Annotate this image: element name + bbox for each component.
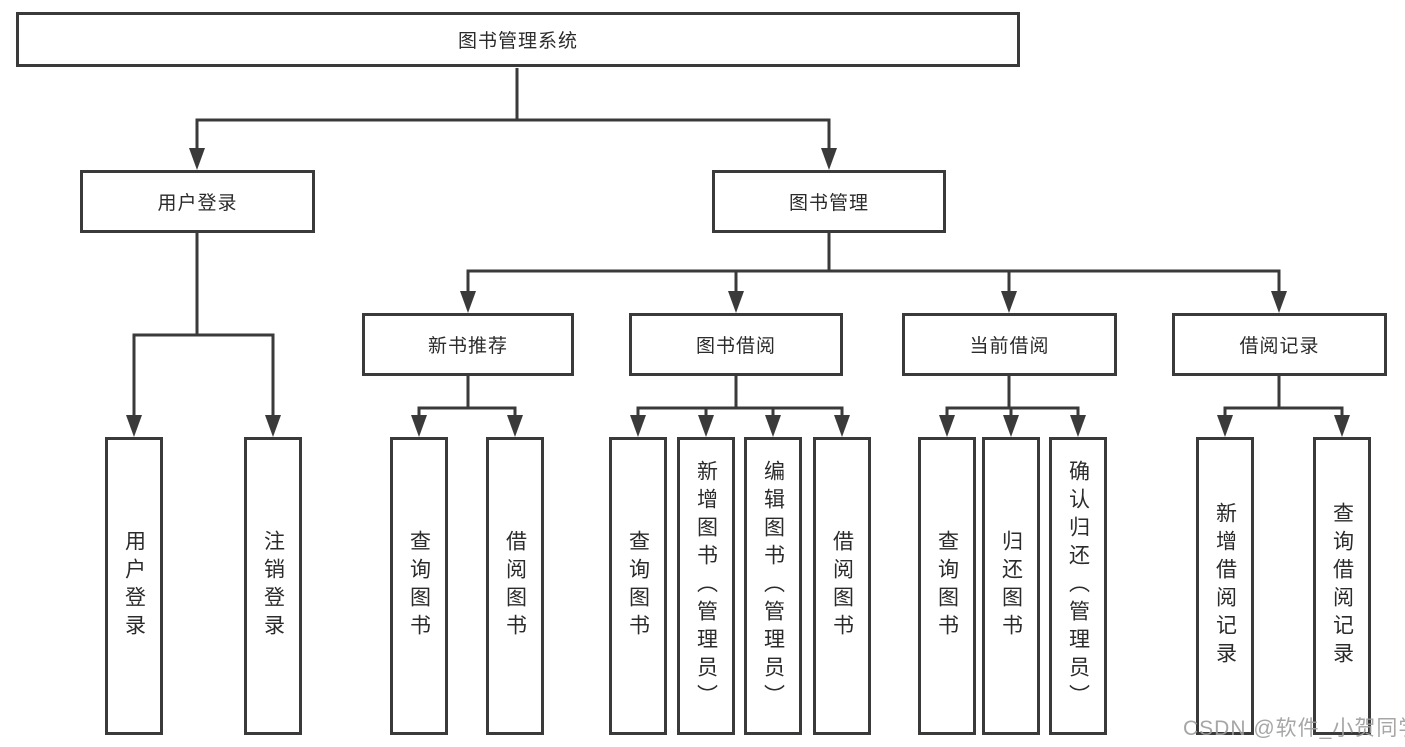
leaf-bb-borrow-books-label: 借阅图书 — [830, 530, 854, 642]
node-user-login-label: 用户登录 — [157, 193, 238, 214]
node-book-borrow: 图书借阅 — [629, 313, 843, 376]
leaf-cb-query-books: 查询图书 — [918, 437, 976, 735]
leaf-bb-edit-books-admin-label: 编辑图书（管理员） — [761, 460, 785, 712]
node-user-login: 用户登录 — [80, 170, 315, 233]
leaf-br-query-borrow-record: 查询借阅记录 — [1313, 437, 1371, 735]
leaf-cb-return-books: 归还图书 — [982, 437, 1040, 735]
leaf-bb-add-books-admin-label: 新增图书（管理员） — [694, 460, 718, 712]
leaf-logout-label: 注销登录 — [261, 530, 285, 642]
node-new-book-recommend: 新书推荐 — [362, 313, 574, 376]
leaf-cb-return-books-label: 归还图书 — [999, 530, 1023, 642]
node-root: 图书管理系统 — [16, 12, 1020, 67]
leaf-bb-query-books-label: 查询图书 — [626, 530, 650, 642]
node-book-management-label: 图书管理 — [788, 193, 869, 214]
leaf-br-query-borrow-record-label: 查询借阅记录 — [1330, 502, 1354, 670]
node-current-borrow-label: 当前借阅 — [969, 336, 1050, 357]
leaf-bb-borrow-books: 借阅图书 — [813, 437, 871, 735]
leaf-br-add-borrow-record: 新增借阅记录 — [1196, 437, 1254, 735]
leaf-logout: 注销登录 — [244, 437, 302, 735]
leaf-user-login: 用户登录 — [105, 437, 163, 735]
leaf-nb-query-books-label: 查询图书 — [407, 530, 431, 642]
leaf-cb-confirm-return-admin: 确认归还（管理员） — [1049, 437, 1107, 735]
node-new-book-recommend-label: 新书推荐 — [427, 336, 508, 357]
leaf-bb-edit-books-admin: 编辑图书（管理员） — [744, 437, 802, 735]
leaf-bb-add-books-admin: 新增图书（管理员） — [677, 437, 735, 735]
node-root-label: 图书管理系统 — [457, 31, 578, 52]
leaf-cb-confirm-return-admin-label: 确认归还（管理员） — [1066, 460, 1090, 712]
node-book-management: 图书管理 — [712, 170, 946, 233]
leaf-bb-query-books: 查询图书 — [609, 437, 667, 735]
watermark: CSDN @软件_小贺同学 — [1183, 717, 1405, 740]
node-borrow-records: 借阅记录 — [1172, 313, 1387, 376]
leaf-nb-query-books: 查询图书 — [390, 437, 448, 735]
node-borrow-records-label: 借阅记录 — [1239, 336, 1320, 357]
node-current-borrow: 当前借阅 — [902, 313, 1117, 376]
leaf-user-login-label: 用户登录 — [122, 530, 146, 642]
leaf-br-add-borrow-record-label: 新增借阅记录 — [1213, 502, 1237, 670]
node-book-borrow-label: 图书借阅 — [695, 336, 776, 357]
leaf-cb-query-books-label: 查询图书 — [935, 530, 959, 642]
leaf-nb-borrow-books-label: 借阅图书 — [503, 530, 527, 642]
leaf-nb-borrow-books: 借阅图书 — [486, 437, 544, 735]
